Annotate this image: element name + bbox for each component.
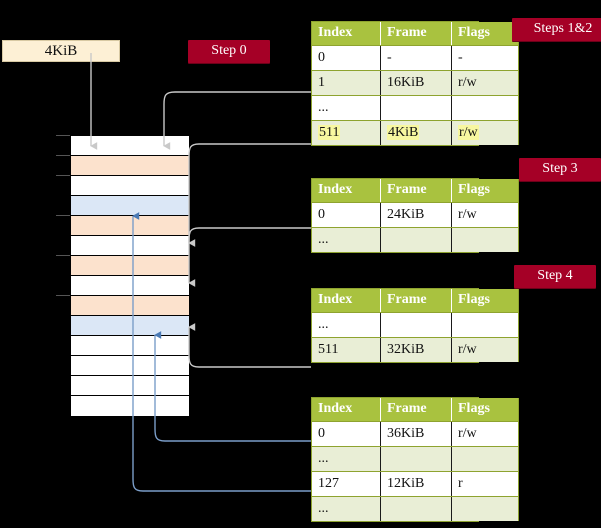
memory-frame-row <box>71 276 189 296</box>
page-size-label: 4KiB <box>44 42 78 59</box>
table-cell <box>380 227 452 252</box>
column-header-flags: Flags <box>451 179 519 203</box>
memory-frame-row <box>71 376 189 396</box>
column-header-frame: Frame <box>380 179 452 203</box>
memory-row-tick <box>56 175 70 176</box>
table-cell: 511 <box>312 120 381 145</box>
memory-frame-row <box>71 336 189 356</box>
page-size-box: 4KiB <box>2 40 120 62</box>
memory-frame-row <box>71 156 189 176</box>
column-header-flags: Flags <box>451 22 519 46</box>
table-cell: ... <box>312 312 381 338</box>
table-row[interactable]: ... <box>312 312 519 338</box>
table-cell: r/w <box>451 337 519 362</box>
memory-frame-row <box>71 136 189 156</box>
table-cell: 1 <box>312 70 381 96</box>
column-header-index: Index <box>312 289 381 313</box>
memory-frame-row <box>71 256 189 276</box>
arrow-step2-table0-to-memory <box>188 143 311 247</box>
table-cell: r/w <box>451 70 519 96</box>
column-header-flags: Flags <box>451 289 519 313</box>
memory-row-tick <box>56 295 70 296</box>
table-cell: 24KiB <box>380 202 452 228</box>
badge-steps-1-2: Steps 1&2 <box>512 18 601 41</box>
table-cell <box>451 446 519 472</box>
table-cell: ... <box>312 496 381 521</box>
memory-row-tick <box>56 215 70 216</box>
table-cell: 0 <box>312 45 381 71</box>
table-cell: 0 <box>312 421 381 447</box>
table-cell: r/w <box>451 120 519 145</box>
table-cell <box>380 446 452 472</box>
table-cell: - <box>380 45 452 71</box>
memory-row-tick <box>56 135 70 136</box>
table-cell <box>380 496 452 521</box>
column-header-index: Index <box>312 179 381 203</box>
table-cell: 32KiB <box>380 337 452 362</box>
table-cell <box>451 95 519 121</box>
memory-frame-row <box>71 216 189 236</box>
table-cell: r/w <box>451 202 519 228</box>
table-row[interactable]: ... <box>312 496 519 521</box>
table-cell: r/w <box>451 421 519 447</box>
table-cell: ... <box>312 227 381 252</box>
table-cell <box>380 312 452 338</box>
memory-row-tick <box>56 255 70 256</box>
physical-memory-grid <box>70 135 190 416</box>
arrow-step4-table2-to-memory <box>188 323 311 368</box>
memory-frame-row <box>71 396 189 416</box>
table-cell: ... <box>312 446 381 472</box>
badge-step-3: Step 3 <box>519 158 601 181</box>
column-header-frame: Frame <box>380 22 452 46</box>
badge-step-4: Step 4 <box>514 265 596 288</box>
table-cell: r <box>451 471 519 497</box>
table-cell: 4KiB <box>380 120 452 145</box>
table-cell: - <box>451 45 519 71</box>
table-cell <box>451 496 519 521</box>
table-cell: ... <box>312 95 381 121</box>
column-header-frame: Frame <box>380 398 452 422</box>
table-cell: 0 <box>312 202 381 228</box>
table-row[interactable]: ... <box>312 227 519 252</box>
table-cell <box>451 227 519 252</box>
column-header-index: Index <box>312 398 381 422</box>
badge-step-0: Step 0 <box>188 40 270 63</box>
column-header-index: Index <box>312 22 381 46</box>
table-row[interactable]: ... <box>312 95 519 121</box>
table-cell: 127 <box>312 471 381 497</box>
memory-frame-row <box>71 236 189 256</box>
table-cell <box>451 312 519 338</box>
memory-frame-row <box>71 176 189 196</box>
table-cell: 16KiB <box>380 70 452 96</box>
table-row[interactable]: ... <box>312 446 519 472</box>
column-header-frame: Frame <box>380 289 452 313</box>
memory-frame-row <box>71 196 189 216</box>
memory-frame-row <box>71 316 189 336</box>
table-cell: 12KiB <box>380 471 452 497</box>
table-cell <box>380 95 452 121</box>
arrow-step3-table1-to-memory <box>188 227 311 287</box>
table-row[interactable]: 0-- <box>312 45 519 71</box>
memory-row-tick <box>56 155 70 156</box>
column-header-flags: Flags <box>451 398 519 422</box>
memory-frame-row <box>71 296 189 316</box>
table-cell: 36KiB <box>380 421 452 447</box>
table-cell: 511 <box>312 337 381 362</box>
memory-frame-row <box>71 356 189 376</box>
